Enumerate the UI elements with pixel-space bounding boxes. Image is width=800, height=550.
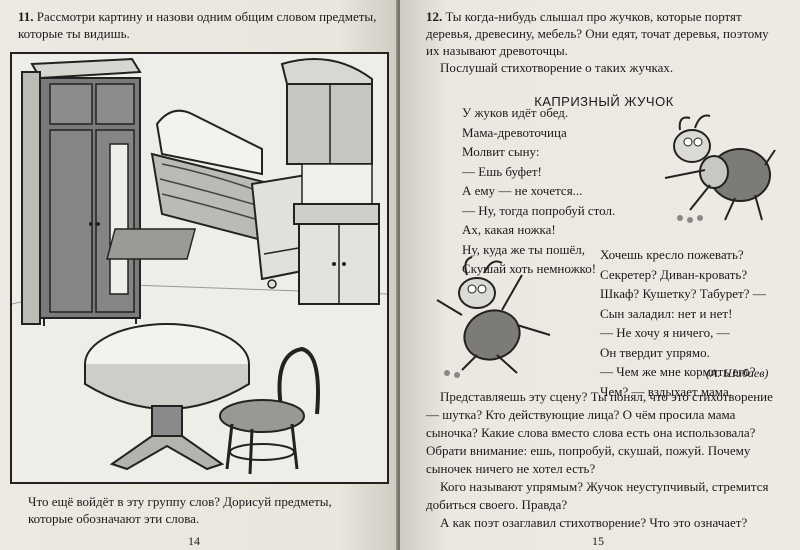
poem-part-2: Хочешь кресло пожевать? Секретер? Диван-к… <box>600 245 766 401</box>
task-11-text: 11. Рассмотри картину и назови одним общ… <box>18 8 384 42</box>
poem-line: Мама-древоточица <box>462 124 567 140</box>
chair-illustration <box>219 346 320 475</box>
book-gutter <box>396 0 402 550</box>
task-11-number: 11. <box>18 9 34 24</box>
poem-line: — Ешь буфет! <box>462 163 542 179</box>
poem-line: Он твердит упрямо. <box>600 344 710 360</box>
poem-author: (А. Шибаев) <box>706 366 769 380</box>
poem-line: Сын заладил: нет и нет! <box>600 305 733 321</box>
left-page-number: 14 <box>188 534 200 548</box>
poem-line: — Не хочу я ничего, — <box>600 325 730 340</box>
son-beetle-illustration <box>436 256 551 378</box>
mother-beetle-illustration <box>664 114 776 223</box>
discussion-questions: Представляешь эту сцену? Ты понял, что э… <box>426 388 788 532</box>
task-12-number: 12. <box>426 9 443 24</box>
poem-line: Молвит сыну: <box>462 144 540 159</box>
cupboard-illustration <box>280 58 380 305</box>
question-paragraph: Представляешь эту сцену? Ты понял, что э… <box>426 389 773 476</box>
poem-line: Шкаф? Кушетку? Табурет? — <box>600 286 766 301</box>
listen-instruction: Послушай стихотворение о таких жучках. <box>440 60 674 75</box>
poem-line: Чем? — вздыхает мама. <box>600 383 732 399</box>
left-page: 11. Рассмотри картину и назови одним общ… <box>0 0 398 550</box>
poem-line: — Ну, тогда попробуй стол. <box>462 202 616 218</box>
task-12-text: 12. Ты когда-нибудь слышал про жучков, к… <box>426 8 782 59</box>
poem-title: КАПРИЗНЫЙ ЖУЧОК <box>534 94 674 109</box>
task-11-body: Рассмотри картину и назови одним общим с… <box>18 9 377 41</box>
right-page: 12. Ты когда-нибудь слышал про жучков, к… <box>400 0 800 550</box>
poem-line: Хочешь кресло пожевать? <box>600 247 744 262</box>
poem-line: У жуков идёт обед. <box>462 105 569 120</box>
poem-line: А ему — не хочется... <box>462 183 583 198</box>
poem-line: Ах, какая ножка! <box>462 222 556 237</box>
question-paragraph: А как поэт озаглавил стихотворение? Что … <box>440 515 748 530</box>
question-paragraph: Кого называют упрямым? Жучок неуступчивы… <box>426 479 769 512</box>
poem-line: Скушай хоть немножко! <box>462 261 597 276</box>
bed-illustration <box>106 109 313 289</box>
furniture-drawing <box>12 57 387 475</box>
wardrobe-illustration <box>21 57 142 326</box>
furniture-illustration <box>10 52 389 484</box>
round-table-illustration <box>84 323 250 471</box>
right-page-number: 15 <box>592 534 604 548</box>
task-12-body: Ты когда-нибудь слышал про жучков, котор… <box>426 9 769 58</box>
poem-line: — Чем же мне кормить его? <box>600 364 756 379</box>
poem-line: Ну, куда же ты пошёл, <box>462 241 586 257</box>
task-11-followup: Что ещё войдёт в эту группу слов? Дорису… <box>28 494 332 526</box>
poem-line: Секретер? Диван-кровать? <box>600 266 748 282</box>
